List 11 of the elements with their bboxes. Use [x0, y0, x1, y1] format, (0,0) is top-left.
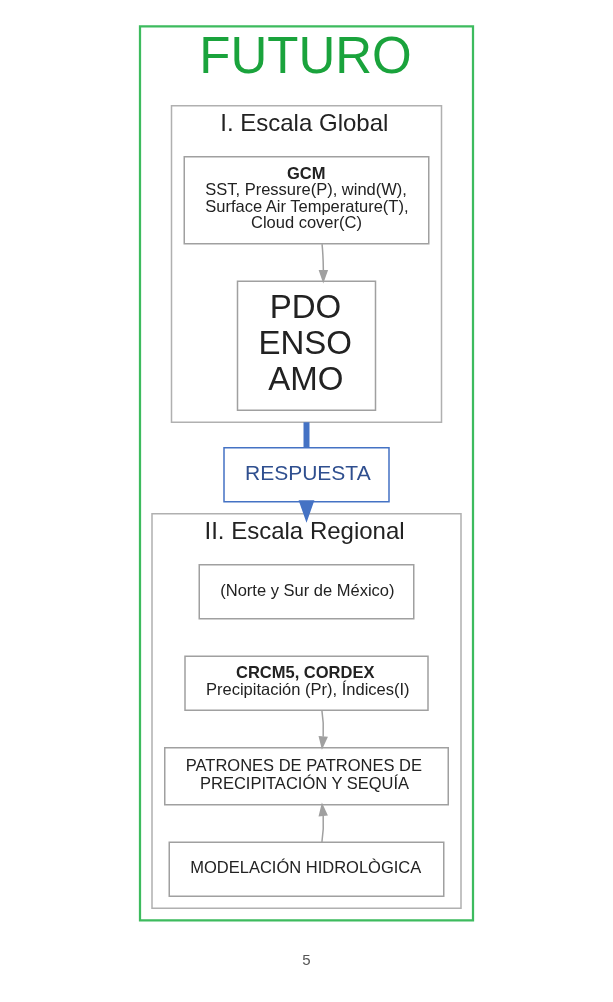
node-box: PDO ENSO AMO [236, 280, 377, 411]
node-box: PATRONES DE PATRONES DE PRECIPITACIÓN Y SEQUÍA [164, 747, 449, 806]
node-box: (Norte y Sur de México) [198, 564, 415, 620]
node-box: MODELACIÓN HIDROLÒGICA [168, 841, 445, 897]
arrow [318, 243, 329, 284]
node-box: CRCM5, CORDEX Precipitación (Pr), Índices(I) [184, 655, 429, 711]
arrow [318, 709, 328, 750]
connector [303, 422, 310, 448]
node-box: GCM SST, Pressure(P), wind(W), Surface Air Temperature(T), Cloud cover(C) [183, 156, 430, 245]
arrow [318, 802, 328, 843]
label: 5 [302, 950, 311, 968]
